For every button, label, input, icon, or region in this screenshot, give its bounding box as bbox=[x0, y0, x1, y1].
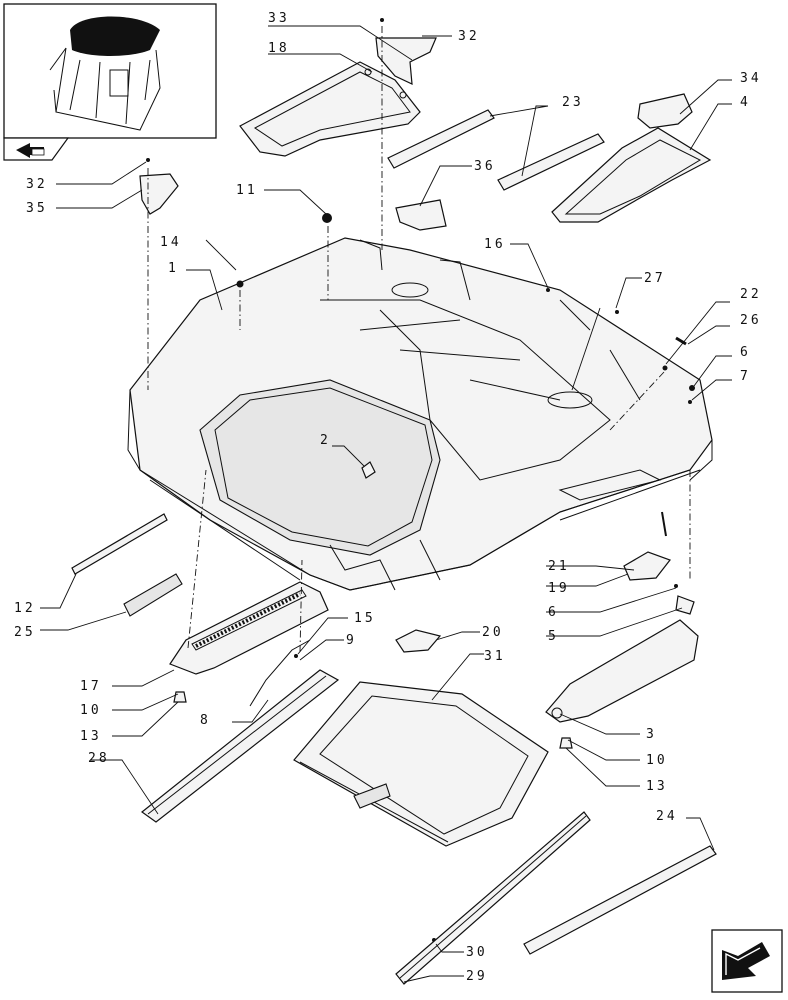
assembly-lines bbox=[147, 26, 691, 653]
callout-8: 8 bbox=[200, 713, 211, 728]
cab-roof-thumbnail-icon bbox=[49, 16, 161, 131]
callout-5: 5 bbox=[548, 629, 559, 644]
callout-7: 7 bbox=[740, 369, 751, 384]
gasket-20 bbox=[395, 629, 442, 653]
previous-page-button[interactable] bbox=[3, 137, 70, 161]
callout-23: 23 bbox=[562, 95, 584, 110]
previous-page-arrow-icon bbox=[16, 143, 45, 158]
callout-17: 17 bbox=[80, 679, 102, 694]
trim-strip-23 bbox=[387, 109, 605, 191]
roof-window-31 bbox=[293, 681, 549, 847]
callout-3: 3 bbox=[646, 727, 657, 742]
callout-24: 24 bbox=[656, 809, 678, 824]
callout-18: 18 bbox=[268, 41, 290, 56]
right-cover-panel bbox=[551, 127, 712, 223]
deflector-36 bbox=[395, 199, 447, 231]
callout-30: 30 bbox=[466, 945, 488, 960]
callout-27: 27 bbox=[644, 271, 666, 286]
callout-10-left: 10 bbox=[80, 703, 102, 718]
callout-10-right: 10 bbox=[646, 753, 668, 768]
seal-strip-25 bbox=[123, 573, 183, 617]
callout-28: 28 bbox=[88, 751, 110, 766]
callout-19: 19 bbox=[548, 581, 570, 596]
callout-36: 36 bbox=[474, 159, 496, 174]
callout-31: 31 bbox=[484, 649, 506, 664]
callout-13-left: 13 bbox=[80, 729, 102, 744]
rail-29 bbox=[395, 811, 591, 985]
callout-22: 22 bbox=[740, 287, 762, 302]
callout-6-upper: 6 bbox=[740, 345, 751, 360]
callout-9: 9 bbox=[346, 633, 357, 648]
gasket-19 bbox=[623, 551, 671, 581]
callout-2: 2 bbox=[320, 433, 331, 448]
air-vent-3 bbox=[545, 619, 699, 723]
callout-29: 29 bbox=[466, 969, 488, 984]
cable-8 bbox=[249, 639, 311, 707]
flap-cover-34 bbox=[637, 93, 693, 129]
callout-33: 33 bbox=[268, 11, 290, 26]
callout-34: 34 bbox=[740, 71, 762, 86]
callout-6-lower: 6 bbox=[548, 605, 559, 620]
next-page-arrow-icon bbox=[722, 942, 770, 980]
callout-21: 21 bbox=[548, 559, 570, 574]
trim-strip-12 bbox=[71, 513, 168, 575]
roof-shell-part bbox=[127, 237, 713, 591]
deflector-35 bbox=[139, 173, 179, 215]
callout-14: 14 bbox=[160, 235, 182, 250]
callout-11: 11 bbox=[236, 183, 258, 198]
callout-labels: 33 32 18 34 23 4 36 32 11 35 14 16 1 27 … bbox=[14, 11, 762, 984]
callout-32-top: 32 bbox=[458, 29, 480, 44]
callout-25: 25 bbox=[14, 625, 36, 640]
callout-13-right: 13 bbox=[646, 779, 668, 794]
air-vent-17 bbox=[169, 581, 329, 675]
roof-cover-panel bbox=[239, 61, 421, 157]
callout-12: 12 bbox=[14, 601, 36, 616]
callout-1: 1 bbox=[168, 261, 179, 276]
location-thumbnail bbox=[3, 3, 217, 139]
callout-26: 26 bbox=[740, 313, 762, 328]
air-duct-cover bbox=[375, 37, 437, 85]
callout-15: 15 bbox=[354, 611, 376, 626]
callout-32-left: 32 bbox=[26, 177, 48, 192]
callout-35: 35 bbox=[26, 201, 48, 216]
callout-16: 16 bbox=[484, 237, 506, 252]
trim-strip-24 bbox=[523, 845, 717, 955]
callout-4: 4 bbox=[740, 95, 751, 110]
rail-28 bbox=[141, 669, 340, 823]
hardware-fasteners bbox=[146, 18, 695, 942]
next-page-button[interactable] bbox=[711, 929, 783, 993]
leader-lines bbox=[40, 25, 732, 983]
callout-20: 20 bbox=[482, 625, 504, 640]
